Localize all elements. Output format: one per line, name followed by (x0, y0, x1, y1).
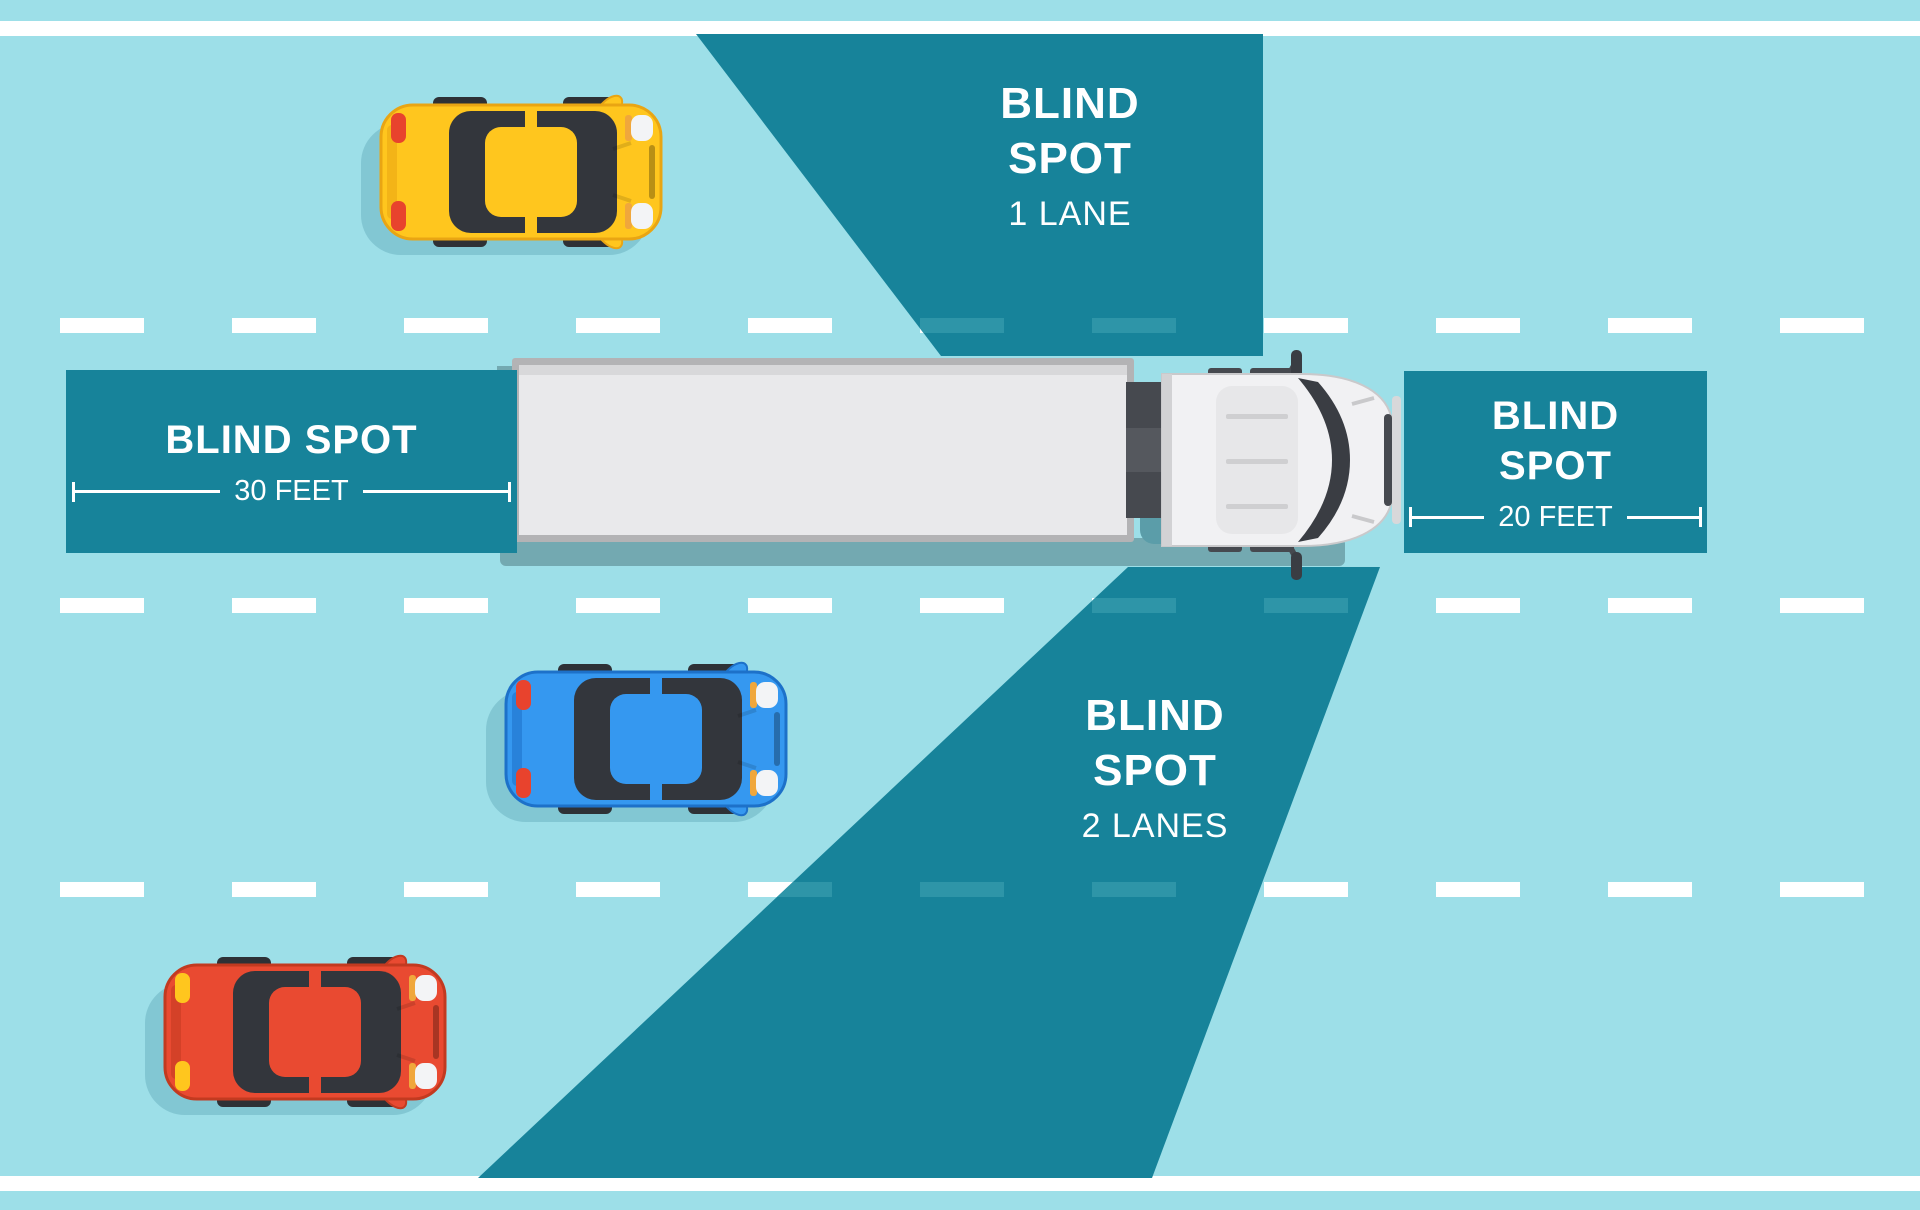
grille (1384, 414, 1392, 506)
truck-shadow (500, 538, 1345, 566)
blind-spot-box-rear: BLIND SPOT 30 FEET (66, 370, 517, 553)
measure-tick (1409, 507, 1412, 527)
label-line: SPOT (1008, 134, 1132, 183)
semi-truck (497, 350, 1401, 580)
measure-line-20-feet: 20 FEET (1409, 501, 1702, 534)
shoulder-line-top (0, 21, 1920, 36)
lane-marking-row-2 (0, 598, 1920, 613)
blind-spot-label-1-lane: BLIND SPOT 1 LANE (930, 76, 1210, 238)
label-line: BLIND (1085, 691, 1225, 740)
measure-tick (508, 481, 511, 502)
label-line: SPOT (1093, 746, 1217, 795)
blind-spot-box-front: BLIND SPOT 20 FEET (1404, 371, 1707, 553)
measure-segment (362, 490, 508, 493)
measure-segment (1626, 515, 1699, 519)
label-sub: 2 LANES (1081, 807, 1229, 845)
blind-spot-label-2-lanes: BLIND SPOT 2 LANES (1015, 688, 1295, 850)
measure-tick (72, 481, 75, 502)
measure-distance: 30 FEET (234, 475, 349, 507)
blind-spot-zone-1-lane (696, 34, 1263, 356)
yellow-car (359, 93, 663, 257)
shoulder-line-bottom (0, 1176, 1920, 1191)
measure-tick (1699, 507, 1702, 527)
measure-line-30-feet: 30 FEET (72, 475, 511, 508)
measure-segment (75, 490, 221, 493)
box-title: BLIND SPOT (165, 418, 418, 462)
right-mirror (1291, 552, 1302, 580)
left-mirror (1291, 350, 1302, 378)
measure-distance: 20 FEET (1498, 500, 1613, 533)
box-title-line: BLIND (1491, 393, 1620, 438)
label-sub: 1 LANE (1008, 195, 1132, 233)
measure-segment (1412, 515, 1485, 519)
blind-spot-zone-2-lanes (478, 567, 1380, 1178)
front-bumper (1392, 396, 1401, 524)
trailer (512, 358, 1134, 542)
label-line: BLIND (1000, 79, 1140, 128)
box-title-line: SPOT (1499, 443, 1612, 488)
windshield (1298, 378, 1350, 542)
blue-car (484, 660, 788, 824)
red-car (143, 953, 447, 1117)
truck-cab (1161, 350, 1401, 580)
